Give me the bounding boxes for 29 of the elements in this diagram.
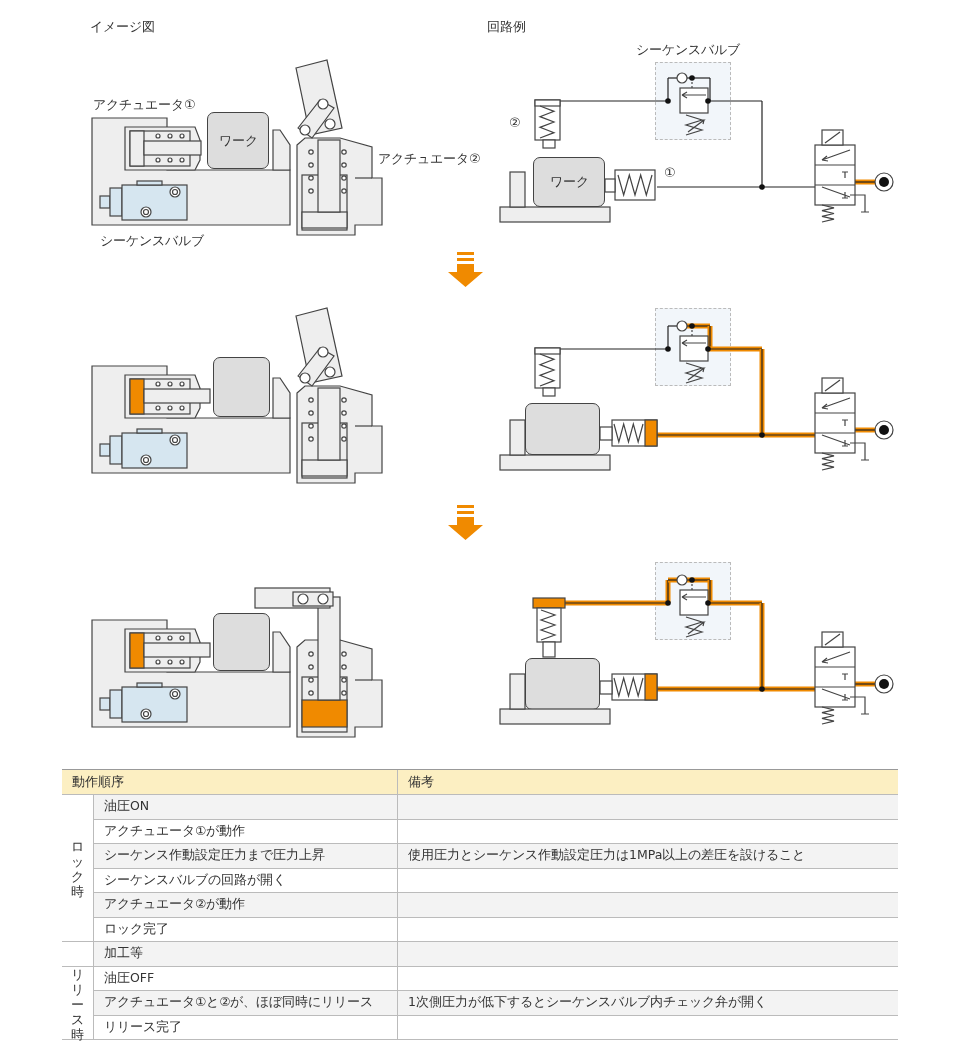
table-cell: 使用圧力とシーケンス作動設定圧力は1MPa以上の差圧を設けること xyxy=(397,844,898,869)
header-cell: 備考 xyxy=(397,770,898,795)
workpiece-block xyxy=(213,613,270,671)
table-cell: ロック完了 xyxy=(93,917,397,942)
table-cell: 油圧ON xyxy=(93,795,397,820)
part-label: アクチュエータ② xyxy=(378,150,481,168)
callout-number: ① xyxy=(664,165,676,180)
group-label: リリース時 xyxy=(62,966,93,1040)
table-cell: アクチュエータ②が動作 xyxy=(93,893,397,918)
table-cell: アクチュエータ①と②が、ほぼ同時にリリース xyxy=(93,991,397,1016)
table-cell: リリース完了 xyxy=(93,1015,397,1040)
table-cell: シーケンスバルブの回路が開く xyxy=(93,868,397,893)
header-cell: 動作順序 xyxy=(62,770,397,795)
table-cell: 加工等 xyxy=(93,942,397,967)
table-cell: 1次側圧力が低下するとシーケンスバルブ内チェック弁が開く xyxy=(397,991,898,1016)
section-heading: 回路例 xyxy=(487,18,526,36)
workpiece-block xyxy=(525,403,600,455)
callout-number: ② xyxy=(509,115,521,130)
table-cell: アクチュエータ①が動作 xyxy=(93,819,397,844)
workpiece-block: ワーク xyxy=(207,112,269,169)
workpiece-block: ワーク xyxy=(533,157,605,207)
workpiece-block xyxy=(525,658,600,710)
table-cell: シーケンス作動設定圧力まで圧力上昇 xyxy=(93,844,397,869)
table-cell: 油圧OFF xyxy=(93,966,397,991)
part-label: アクチュエータ① xyxy=(93,96,196,114)
section-heading: イメージ図 xyxy=(90,18,155,36)
workpiece-block xyxy=(213,357,270,417)
valve-heading: シーケンスバルブ xyxy=(636,41,740,59)
part-label: シーケンスバルブ xyxy=(100,232,204,250)
